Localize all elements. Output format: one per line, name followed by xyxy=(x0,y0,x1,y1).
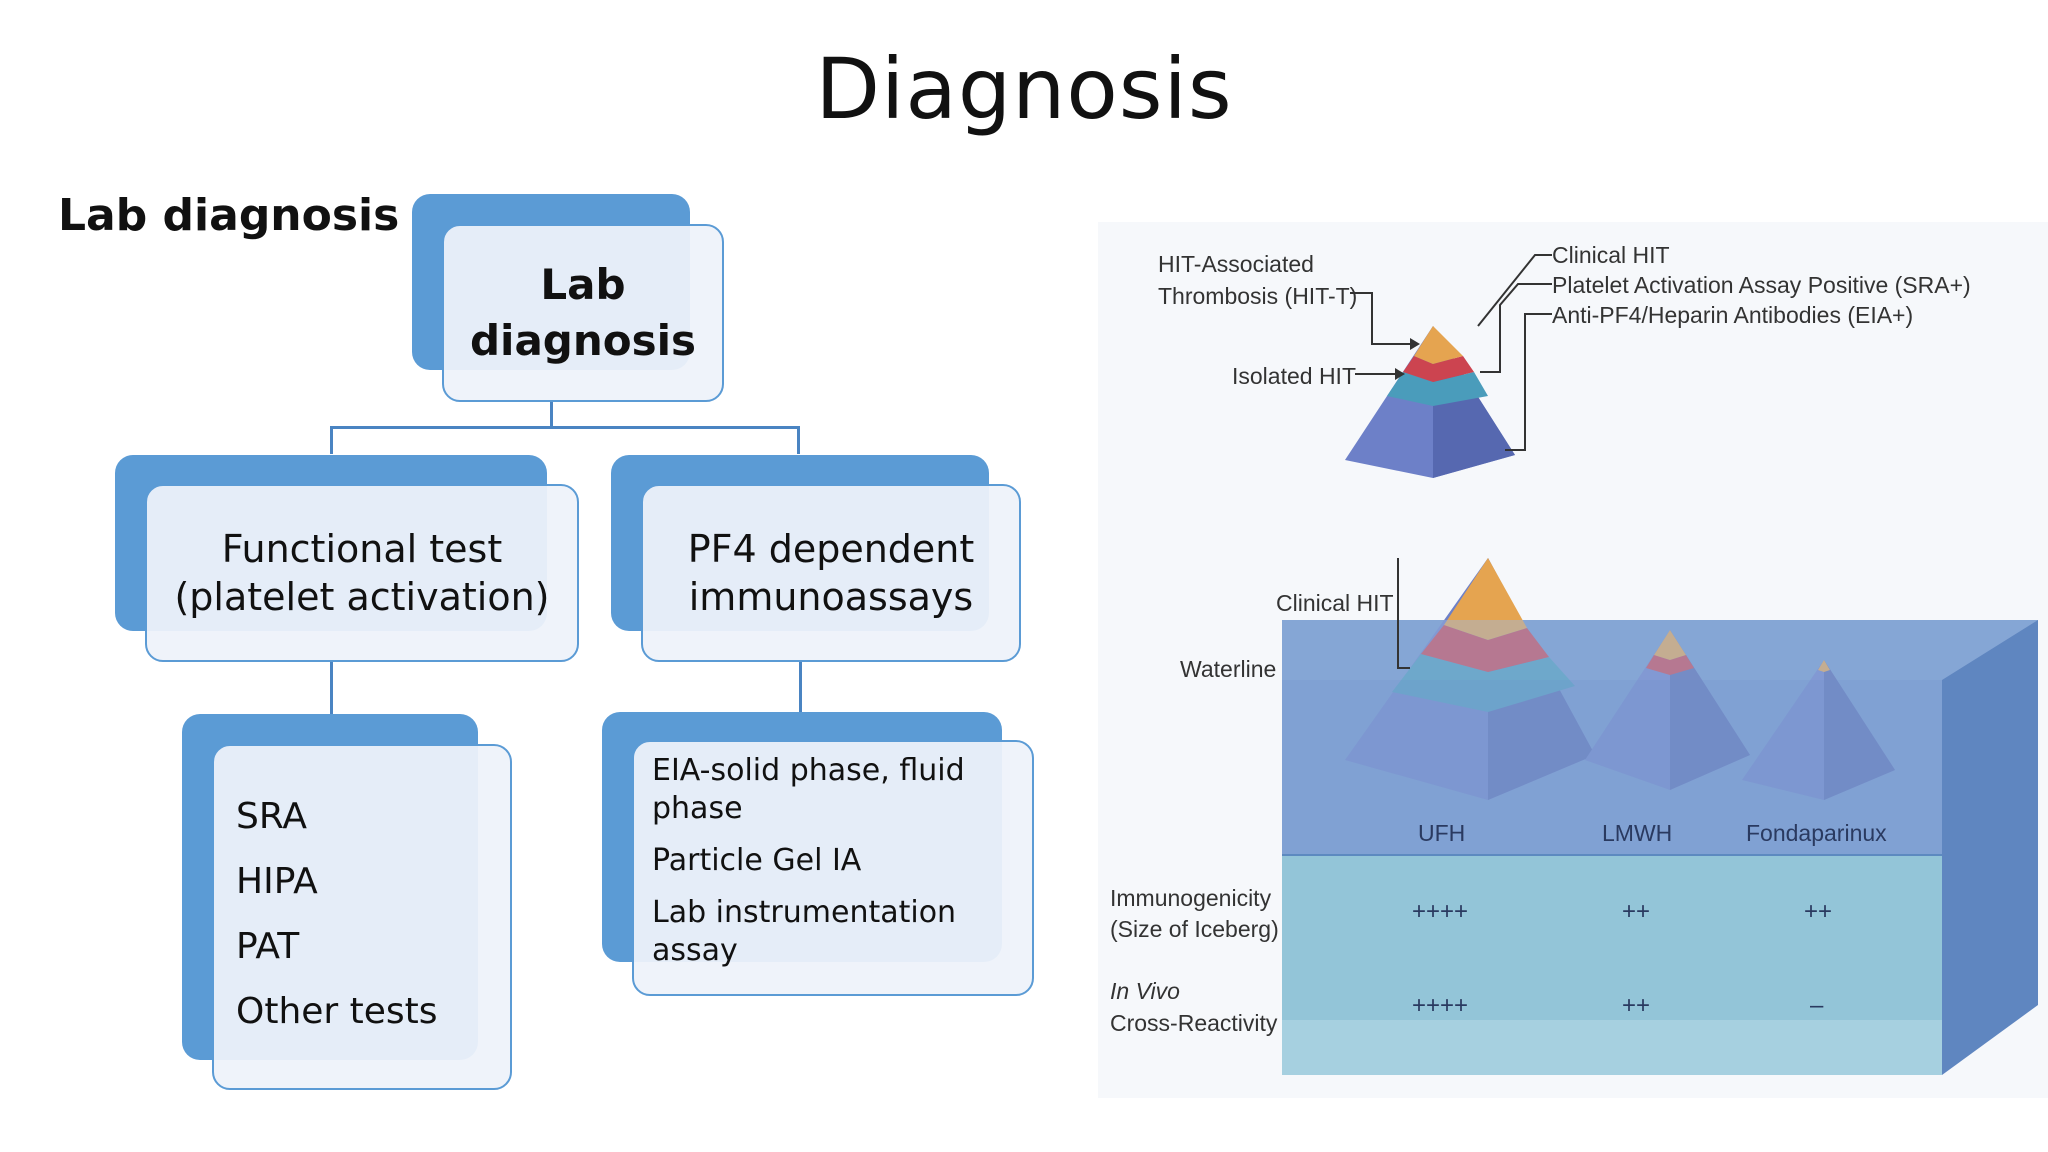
value-cross-reactivity-lmwh: ++ xyxy=(1622,992,1651,1019)
list-item: PAT xyxy=(236,926,300,967)
row-label-in-vivo: In Vivo xyxy=(1110,978,1180,1004)
leader-eia xyxy=(1505,313,1552,451)
top-pyramid-red xyxy=(1403,356,1474,382)
section-heading: Lab diagnosis xyxy=(58,190,400,241)
list-item: Particle Gel IA xyxy=(652,843,862,878)
pf4-immunoassay-node: PF4 dependent immunoassays xyxy=(641,484,1021,662)
functional-items-node: SRA HIPA PAT Other tests xyxy=(212,744,512,1090)
water-front-face xyxy=(1282,680,1942,855)
value-cross-reactivity-fondaparinux: – xyxy=(1810,992,1824,1019)
connector-right-down xyxy=(797,426,800,454)
leader-clinical-hit-bottom xyxy=(1397,558,1410,669)
list-item: EIA-solid phase, fluid phase xyxy=(652,753,965,826)
connector-pf4-items xyxy=(799,662,802,712)
pf4-items-node: EIA-solid phase, fluid phase Particle Ge… xyxy=(632,740,1034,996)
ufh-pyramid-red xyxy=(1421,625,1549,672)
column-ufh: UFH xyxy=(1418,820,1466,846)
functional-test-node: Functional test (platelet activation) xyxy=(145,484,579,662)
slide-title: Diagnosis xyxy=(815,40,1233,138)
list-item: Lab instrumentation assay xyxy=(652,895,957,968)
list-item: HIPA xyxy=(236,861,318,902)
leader-sra xyxy=(1480,283,1552,373)
label-clinical-hit-top: Clinical HIT xyxy=(1552,242,1670,268)
list-item: Other tests xyxy=(236,991,438,1032)
functional-test-label: Functional test (platelet activation) xyxy=(174,527,550,619)
value-immunogenicity-ufh: ++++ xyxy=(1412,898,1469,925)
ufh-pyramid-tip xyxy=(1444,558,1527,640)
lmwh-pyramid-red xyxy=(1646,655,1694,675)
connector-functional-items xyxy=(330,662,333,714)
water-top-face xyxy=(1282,620,2038,680)
label-sra-positive: Platelet Activation Assay Positive (SRA+… xyxy=(1552,272,1971,298)
lmwh-pyramid-tip xyxy=(1654,630,1686,660)
arrow-hit-t xyxy=(1410,338,1420,350)
connector-horizontal xyxy=(330,426,800,429)
value-immunogenicity-fondaparinux: ++ xyxy=(1804,898,1833,925)
root-node: Lab diagnosis xyxy=(442,224,724,402)
value-immunogenicity-lmwh: ++ xyxy=(1622,898,1651,925)
row-label-cross-reactivity: Cross-Reactivity xyxy=(1110,1010,1278,1036)
connector-left-down xyxy=(330,426,333,454)
top-pyramid-tip xyxy=(1414,326,1463,364)
label-isolated-hit: Isolated HIT xyxy=(1232,363,1356,389)
value-cross-reactivity-ufh: ++++ xyxy=(1412,992,1469,1019)
connector-root-down xyxy=(550,400,553,428)
label-eia-positive: Anti-PF4/Heparin Antibodies (EIA+) xyxy=(1552,302,1914,328)
water-side-face xyxy=(1942,620,2038,1075)
label-hit-associated: HIT-Associated Thrombosis (HIT-T) xyxy=(1158,251,1358,309)
top-pyramid-teal xyxy=(1387,372,1488,406)
column-fondaparinux: Fondaparinux xyxy=(1746,820,1887,846)
row-label-immunogenicity: Immunogenicity (Size of Iceberg) xyxy=(1110,885,1279,942)
arrow-isolated-hit xyxy=(1395,368,1405,380)
leader-clinical-hit xyxy=(1477,254,1552,327)
root-node-label: Lab diagnosis xyxy=(469,260,697,365)
label-clinical-hit-bottom: Clinical HIT xyxy=(1276,590,1394,616)
pf4-immunoassay-label: PF4 dependent immunoassays xyxy=(687,527,975,619)
leader-hit-t xyxy=(1350,292,1410,345)
list-item: SRA xyxy=(236,796,308,837)
table-region-lower xyxy=(1282,1020,1942,1075)
label-waterline: Waterline xyxy=(1180,656,1277,682)
column-lmwh: LMWH xyxy=(1602,820,1673,846)
fondaparinux-pyramid-tip xyxy=(1818,660,1830,672)
